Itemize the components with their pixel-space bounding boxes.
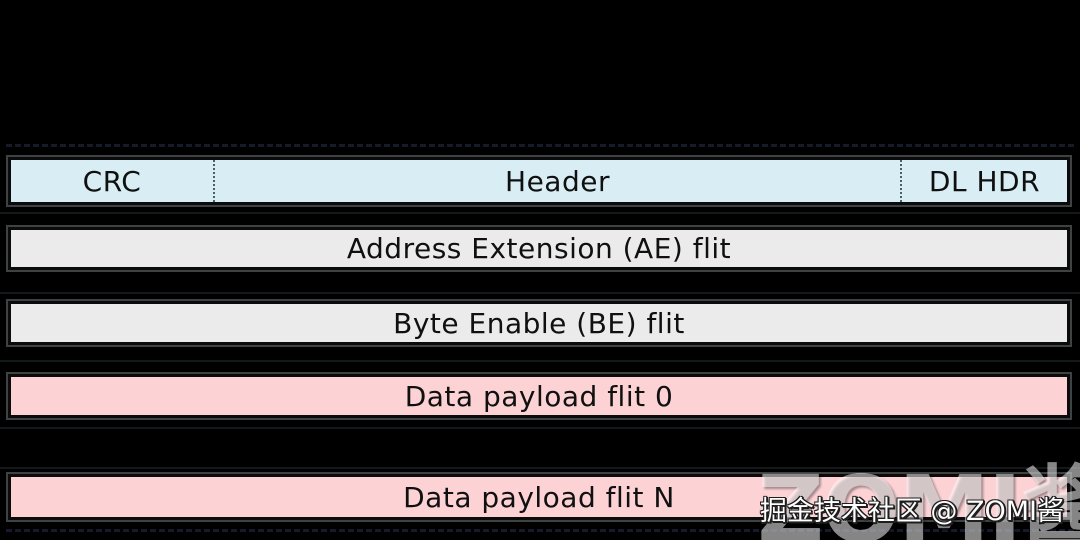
be-flit-label: Byte Enable (BE) flit bbox=[393, 306, 685, 340]
separator-line bbox=[0, 467, 1080, 469]
top-dashed-line bbox=[6, 144, 1074, 147]
separator-line bbox=[0, 292, 1080, 294]
header-label: Header bbox=[505, 164, 610, 198]
header-flit-row: CRC Header DL HDR bbox=[8, 157, 1070, 205]
crc-label: CRC bbox=[82, 164, 142, 198]
data-flit-n-label: Data payload flit N bbox=[403, 480, 675, 514]
zomi-watermark-small: 掘金技术社区 @ ZOMI酱 bbox=[759, 496, 1064, 527]
ae-flit-row: Address Extension (AE) flit bbox=[8, 227, 1070, 270]
data-flit-n-row: Data payload flit N bbox=[8, 474, 1070, 520]
bottom-dashed-line bbox=[6, 529, 1074, 532]
dl-hdr-cell: DL HDR bbox=[900, 160, 1067, 202]
dl-hdr-label: DL HDR bbox=[928, 164, 1041, 198]
be-flit-row: Byte Enable (BE) flit bbox=[8, 301, 1070, 345]
header-cell: Header bbox=[213, 160, 900, 202]
ae-flit-label: Address Extension (AE) flit bbox=[346, 232, 732, 265]
separator-line bbox=[0, 360, 1080, 362]
separator-line bbox=[0, 212, 1080, 214]
data-flit-0-row: Data payload flit 0 bbox=[8, 374, 1070, 418]
crc-cell: CRC bbox=[11, 160, 213, 202]
data-flit-0-label: Data payload flit 0 bbox=[404, 379, 674, 413]
zomi-watermark-large: ZOMI酱 bbox=[757, 456, 1080, 540]
separator-line bbox=[0, 427, 1080, 429]
